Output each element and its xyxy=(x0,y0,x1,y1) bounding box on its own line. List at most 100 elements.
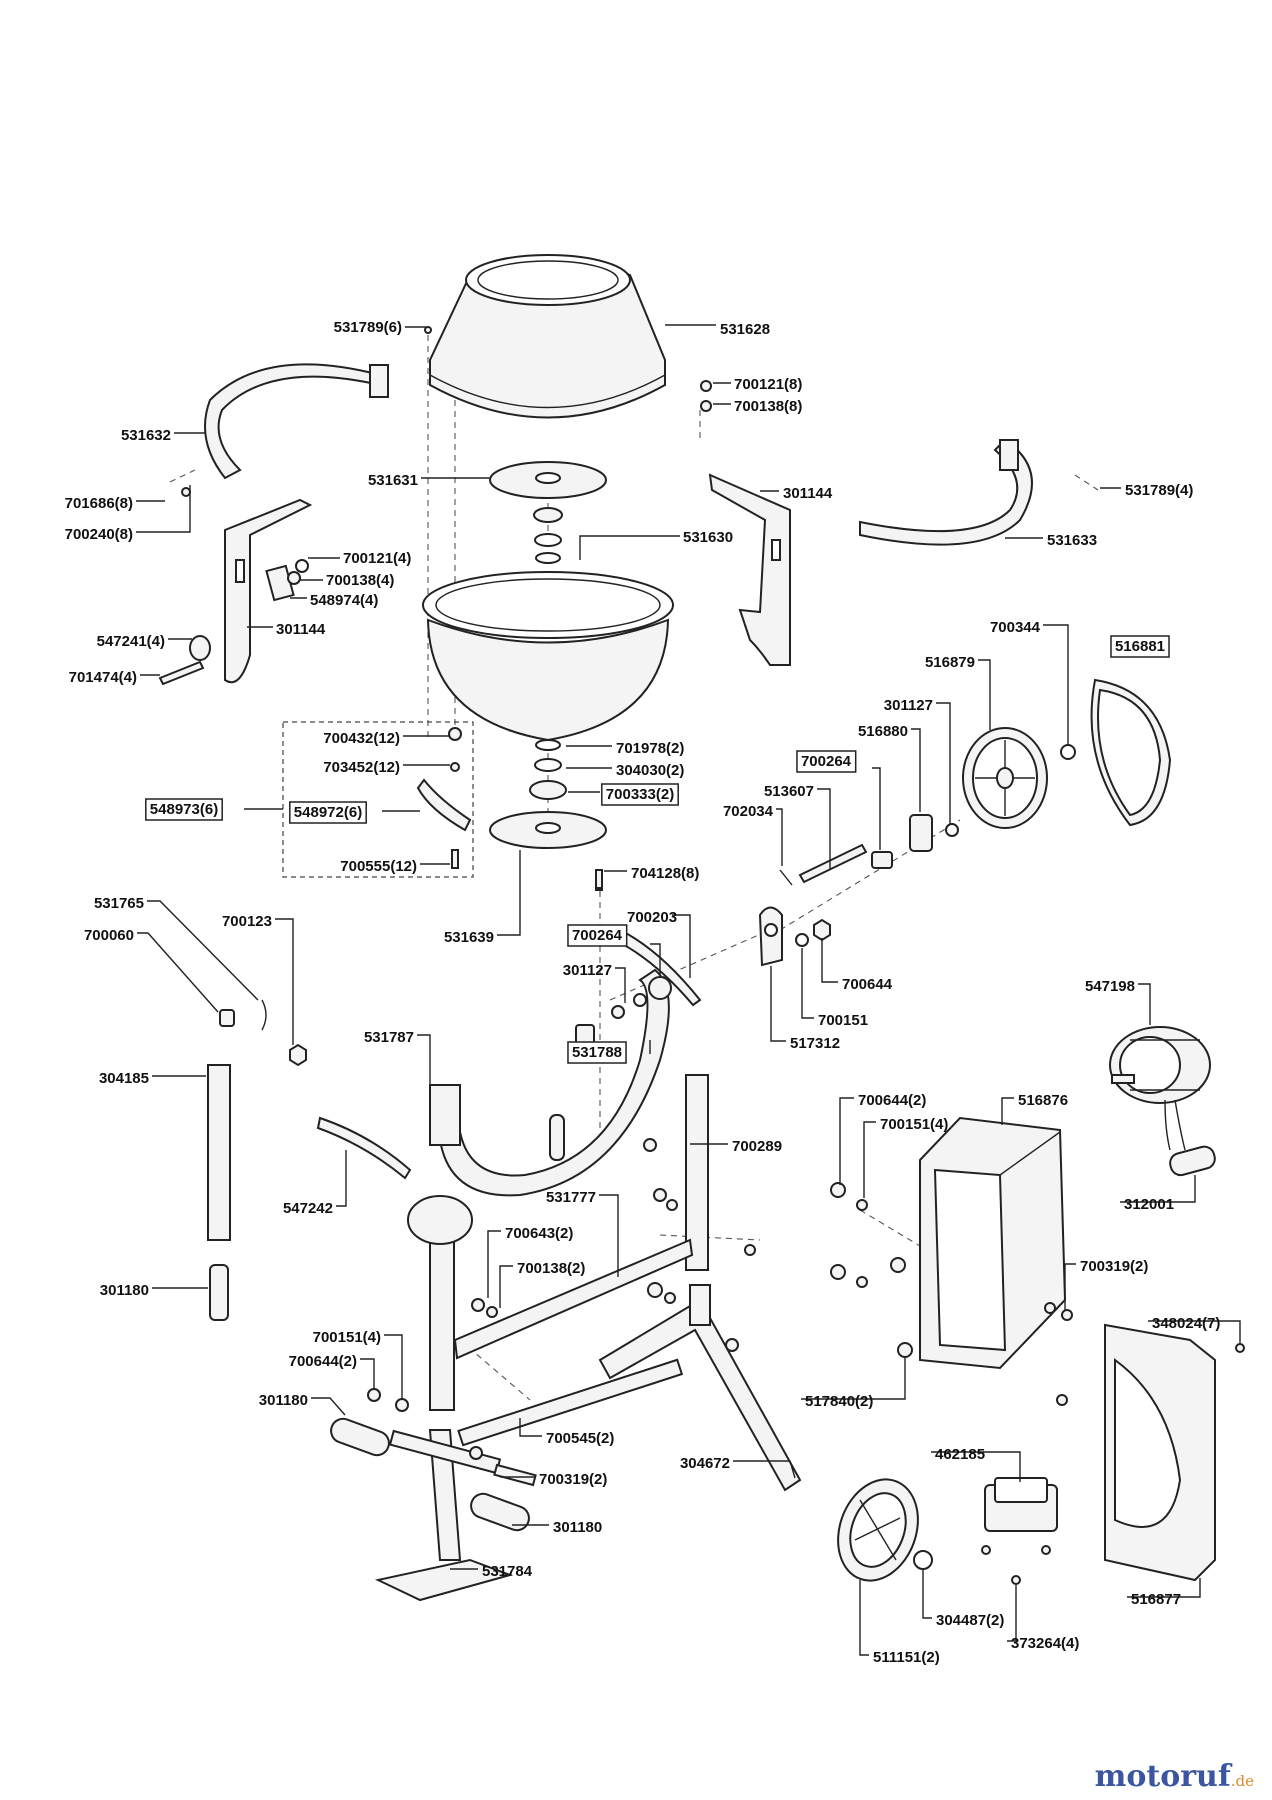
part-label-p700121b: 700121(4) xyxy=(343,550,411,567)
part-label-p531789a: 531789(6) xyxy=(334,319,402,336)
part-label-p701474: 701474(4) xyxy=(69,669,137,686)
stand-leg xyxy=(598,1284,802,1492)
part-label-p700644c: 700644(2) xyxy=(289,1353,357,1370)
part-label-p301180c: 301180 xyxy=(553,1519,602,1536)
handle-lever xyxy=(207,999,307,1321)
part-label-p704128: 704128(8) xyxy=(631,865,699,882)
part-label-p700151a: 700151 xyxy=(818,1012,868,1029)
part-label-p702034: 702034 xyxy=(723,803,774,820)
part-label-p700138b: 700138(4) xyxy=(326,572,394,589)
gear-ring-right xyxy=(859,438,1033,546)
part-label-p348024: 348024(7) xyxy=(1152,1315,1220,1332)
part-label-p312001: 312001 xyxy=(1124,1196,1174,1213)
part-label-p531632: 531632 xyxy=(121,427,171,444)
part-number-labels: 531789(6) 531628 700121(8) 700138(8) 531632 5… xyxy=(65,319,1221,1666)
part-label-p516879: 516879 xyxy=(925,654,975,671)
boxed-label-text-b548973: 548973(6) xyxy=(150,801,218,818)
part-label-p531784: 531784 xyxy=(482,1563,533,1580)
part-label-p547198: 547198 xyxy=(1085,978,1135,995)
boxed-label-text-b531788: 531788 xyxy=(572,1044,622,1061)
curved-plates xyxy=(316,928,702,1180)
part-label-p301180b: 301180 xyxy=(259,1392,308,1409)
part-label-p301144b: 301144 xyxy=(276,621,326,638)
support-frame xyxy=(407,1074,709,1447)
part-label-p700138c: 700138(2) xyxy=(517,1260,585,1277)
drum-lower xyxy=(422,571,674,742)
part-label-p700060: 700060 xyxy=(84,927,134,944)
part-label-p700240: 700240(8) xyxy=(65,526,133,543)
part-label-p531787: 531787 xyxy=(364,1029,414,1046)
grips xyxy=(330,1417,530,1532)
part-label-p700545: 700545(2) xyxy=(546,1430,614,1447)
boxed-label-frame-b516881 xyxy=(1110,635,1170,658)
boxed-label-text-b700264a: 700264 xyxy=(801,753,852,770)
part-label-p700203: 700203 xyxy=(627,909,677,926)
part-label-p516876: 516876 xyxy=(1018,1092,1068,1109)
part-label-p301127b: 301127 xyxy=(563,962,612,979)
side-bracket-right xyxy=(708,473,791,666)
boxed-label-text-b548972: 548972(6) xyxy=(294,804,362,821)
motor-cover xyxy=(1104,1323,1216,1582)
drum-flanges xyxy=(489,461,607,849)
brand-watermark: motoruf.de xyxy=(1095,1759,1254,1794)
part-label-p511151: 511151(2) xyxy=(873,1649,940,1666)
part-label-p700644a: 700644 xyxy=(842,976,893,993)
boxed-label-frame-b548972 xyxy=(289,801,367,824)
part-label-p700138a: 700138(8) xyxy=(734,398,802,415)
shaft-assembly xyxy=(779,814,959,886)
boxed-label-b700333: 700333(2) xyxy=(601,783,679,806)
part-label-p700123: 700123 xyxy=(222,913,272,930)
part-label-p700151c: 700151(4) xyxy=(313,1329,381,1346)
bearing-stack xyxy=(529,507,603,891)
part-label-p700432: 700432(12) xyxy=(323,730,400,747)
part-label-p548974: 548974(4) xyxy=(310,592,378,609)
left-bracket-hardware xyxy=(158,559,309,686)
watermark-brand: motoruf xyxy=(1094,1759,1231,1794)
part-label-p304185: 304185 xyxy=(99,1070,149,1087)
part-label-p517312: 517312 xyxy=(790,1035,840,1052)
boxed-label-frame-b700264b xyxy=(567,924,628,947)
part-label-p304030: 304030(2) xyxy=(616,762,684,779)
part-label-p301180a: 301180 xyxy=(100,1282,149,1299)
fasteners xyxy=(181,326,1245,1585)
part-label-p700319a: 700319(2) xyxy=(1080,1258,1148,1275)
part-label-p531631: 531631 xyxy=(368,472,418,489)
electric-motor xyxy=(1109,1026,1211,1151)
part-label-p531628: 531628 xyxy=(720,321,770,338)
part-label-p547241: 547241(4) xyxy=(97,633,165,650)
side-bracket-left xyxy=(224,498,313,684)
boxed-label-b548973: 548973(6) xyxy=(145,798,223,821)
boxed-label-b700264a: 700264 xyxy=(796,750,857,773)
part-label-p700344: 700344 xyxy=(990,619,1041,636)
part-label-p462185: 462185 xyxy=(935,1446,985,1463)
part-label-p703452: 703452(12) xyxy=(323,759,400,776)
boxed-label-frame-b531788 xyxy=(567,1041,627,1064)
part-label-p700319b: 700319(2) xyxy=(539,1471,607,1488)
boxed-label-frame-b700264a xyxy=(796,750,857,773)
boxed-label-b700264b: 700264 xyxy=(567,924,628,947)
part-label-p516877: 516877 xyxy=(1131,1591,1181,1608)
boxed-label-b548972: 548972(6) xyxy=(289,801,367,824)
drum-upper xyxy=(429,254,666,419)
part-label-p301144a: 301144 xyxy=(783,485,833,502)
part-label-p531789b: 531789(4) xyxy=(1125,482,1193,499)
part-label-p531633: 531633 xyxy=(1047,532,1097,549)
drive-belt xyxy=(1090,678,1172,827)
part-label-p531765: 531765 xyxy=(94,895,144,912)
part-label-p701978: 701978(2) xyxy=(616,740,684,757)
part-label-p700121a: 700121(8) xyxy=(734,376,802,393)
part-label-p517840: 517840(2) xyxy=(805,1393,873,1410)
part-label-p547242: 547242 xyxy=(283,1200,333,1217)
part-label-p700644b: 700644(2) xyxy=(858,1092,926,1109)
part-label-p301127a: 301127 xyxy=(884,697,933,714)
leader-lines xyxy=(136,324,1241,1656)
boxed-label-text-b700264b: 700264 xyxy=(572,927,623,944)
boxed-part-number-labels: 516881700264548973(6)548972(6)700333(2)7… xyxy=(145,635,1170,1064)
boxed-label-frame-b700333 xyxy=(601,783,679,806)
pulley-wheel xyxy=(962,727,1076,829)
switch-box xyxy=(984,1477,1058,1532)
stand-foot xyxy=(374,1429,514,1602)
gear-ring-left xyxy=(204,363,389,480)
part-label-p373264: 373264(4) xyxy=(1011,1635,1079,1652)
